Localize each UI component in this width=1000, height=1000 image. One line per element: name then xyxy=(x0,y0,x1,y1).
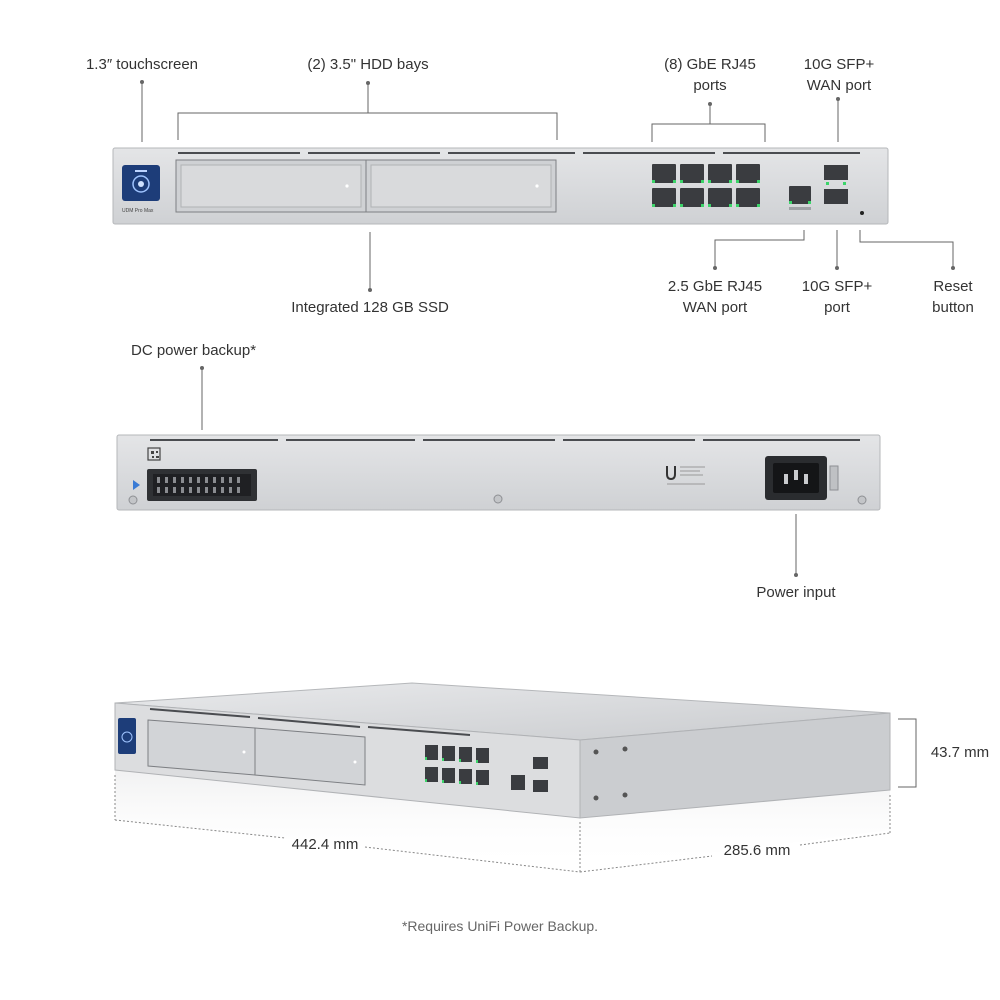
label-hdd-bays: (2) 3.5" HDD bays xyxy=(307,56,429,73)
label-touchscreen: 1.3″ touchscreen xyxy=(85,56,199,73)
hdd-bay-1 xyxy=(175,159,367,213)
label-sfp-wan-port: 10G SFP+ WAN port xyxy=(803,56,875,94)
label-power-input: Power input xyxy=(756,584,836,601)
ubiquiti-logo-icon xyxy=(666,466,676,481)
dimension-depth: 285.6 mm xyxy=(723,842,791,859)
dimension-height: 43.7 mm xyxy=(930,744,990,761)
label-ssd: Integrated 128 GB SSD xyxy=(291,299,449,316)
sfp-ports xyxy=(824,165,848,204)
hdd-bay-2 xyxy=(365,159,557,213)
qr-code-icon xyxy=(147,447,161,461)
footnote: *Requires UniFi Power Backup. xyxy=(401,918,599,934)
rj45-wan-port xyxy=(789,186,811,210)
arrow-indicator-icon xyxy=(133,480,140,490)
height-bracket xyxy=(898,718,917,788)
rear-panel xyxy=(116,434,881,511)
label-gbe-ports: (8) GbE RJ45 ports xyxy=(664,56,756,94)
front-panel: UDM Pro Max xyxy=(112,147,889,225)
rear-screws xyxy=(128,494,867,505)
front-leader-dots xyxy=(140,80,955,292)
gbe-rj45-ports xyxy=(652,164,760,207)
rear-leader-lines xyxy=(201,368,797,575)
dc-power-connector xyxy=(147,469,257,501)
label-dc-power-backup: DC power backup* xyxy=(131,342,257,359)
touchscreen xyxy=(122,165,160,201)
label-reset-button: Reset button xyxy=(932,278,974,316)
perspective-device xyxy=(114,682,891,870)
dimension-width: 442.4 mm xyxy=(291,836,359,853)
label-rj45-wan-port: 2.5 GbE RJ45 WAN port xyxy=(667,278,763,316)
dimension-lines xyxy=(114,775,891,873)
label-sfp-port: 10G SFP+ port xyxy=(801,278,873,316)
rear-leader-dots xyxy=(200,366,798,577)
certification-marks xyxy=(667,466,705,485)
front-leader-lines xyxy=(141,82,954,290)
power-inlet xyxy=(765,456,839,500)
reset-button xyxy=(860,211,864,215)
device-label: UDM Pro Max xyxy=(122,208,154,214)
